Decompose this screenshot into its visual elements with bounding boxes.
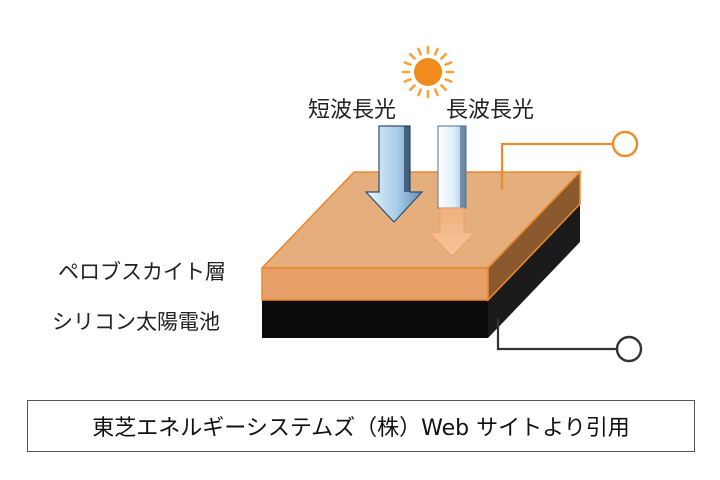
perovskite-layer [260, 170, 582, 302]
short-wave-arrow [364, 125, 424, 223]
terminal-circle-icon [615, 335, 643, 363]
silicon-cell-label: シリコン太陽電池 [52, 310, 220, 334]
perovskite-layer-label: ペロブスカイト層 [58, 260, 226, 284]
source-caption-box: 東芝エネルギーシステムズ（株）Web サイトより引用 [27, 400, 695, 452]
long-wave-arrow [426, 125, 478, 257]
bottom-electrode [496, 318, 643, 363]
long-wave-label: 長波長光 [446, 98, 534, 123]
terminal-circle-icon [611, 130, 639, 158]
source-caption: 東芝エネルギーシステムズ（株）Web サイトより引用 [92, 416, 630, 441]
sun-icon [401, 45, 455, 99]
top-electrode [500, 130, 639, 190]
short-wave-label: 短波長光 [308, 98, 396, 123]
silicon-cell-layer [262, 204, 580, 338]
